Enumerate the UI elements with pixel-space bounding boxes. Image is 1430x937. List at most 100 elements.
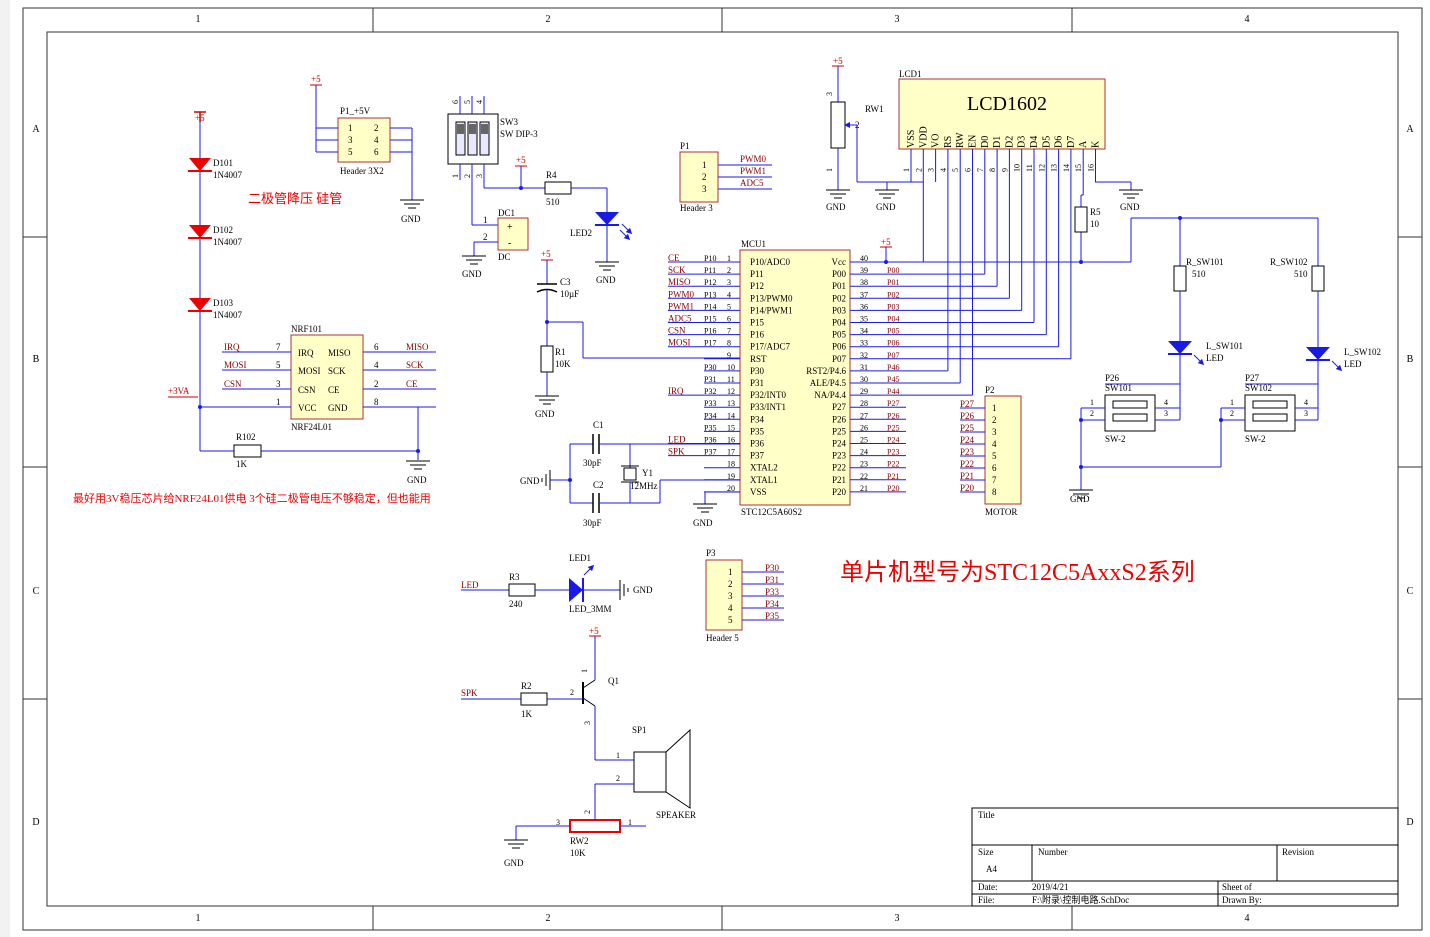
dc-jack-dc1: DC1 DC 1 2 + - GND	[462, 208, 529, 279]
pin-label: 36	[860, 302, 868, 311]
net-label: CSN	[224, 379, 242, 389]
pin-label: 39	[860, 266, 868, 275]
svg-text:Drawn By:: Drawn By:	[1222, 895, 1262, 905]
net-label: P07	[887, 351, 899, 360]
svg-text:2: 2	[483, 232, 488, 242]
net-label: P34	[704, 411, 716, 420]
net-label: P01	[887, 278, 899, 287]
pin-label: 4	[939, 168, 948, 172]
zone-row-label: A	[32, 124, 40, 135]
svg-text:GND: GND	[462, 269, 482, 279]
pin-label: 1	[728, 567, 733, 577]
net-label: CSN	[668, 326, 686, 336]
pin-label: 7	[992, 475, 997, 485]
svg-text:C3: C3	[560, 277, 571, 287]
svg-text:MOTOR: MOTOR	[985, 507, 1017, 517]
pin-label: P06	[832, 342, 847, 352]
svg-text:R2: R2	[521, 681, 532, 691]
pin-label: 8	[988, 168, 997, 172]
pin-label: 29	[860, 387, 868, 396]
pin-label: P30	[750, 366, 765, 376]
net-label: P35	[704, 423, 716, 432]
svg-text:GND: GND	[407, 475, 427, 485]
pin-label: RS	[943, 136, 954, 148]
led1-circuit: LED R3 240 LED1 LED_3MM GND	[461, 553, 653, 614]
title-block: Title Size A4 Number Revision Date: 2019…	[971, 807, 1399, 907]
pin-label: P03	[832, 305, 847, 315]
svg-text:SPEAKER: SPEAKER	[656, 810, 696, 820]
diode-chain: +5 D101 1N4007 D102 1N4007 D103 1N4007 二…	[168, 111, 342, 452]
svg-text:LED: LED	[461, 580, 479, 590]
svg-text:10: 10	[1090, 219, 1100, 229]
pin-label: P35	[750, 426, 765, 436]
svg-text:R_SW101: R_SW101	[1186, 257, 1224, 267]
pin-label: 12	[727, 387, 735, 396]
net-label: P26	[887, 411, 899, 420]
svg-text:2: 2	[1230, 409, 1234, 418]
svg-text:3: 3	[825, 92, 834, 96]
pin-label: Vcc	[832, 257, 847, 267]
mcu-stc12c5a60s2: MCU1 STC12C5A60S2 P10/ADC01P10CEP112P11S…	[668, 237, 906, 517]
svg-text:10K: 10K	[555, 359, 571, 369]
net-label: ADC5	[668, 314, 692, 324]
diode-d102: D102 1N4007	[188, 225, 242, 247]
net-label: P02	[887, 290, 899, 299]
svg-text:30pF: 30pF	[583, 518, 602, 528]
pin-label: P16	[750, 330, 765, 340]
reset-network: +5 C3 10µF R1 10K GND	[535, 249, 740, 419]
net-label: P45	[887, 375, 899, 384]
pin-label: 16	[1087, 164, 1096, 172]
pin-label: P10/ADC0	[750, 257, 791, 267]
pin-label: P32/INT0	[750, 390, 787, 400]
svg-text:LCD1: LCD1	[899, 69, 922, 79]
pin-label: D6	[1054, 136, 1065, 148]
pin-label: VSS	[750, 487, 767, 497]
pin-label: P17/ADC7	[750, 342, 791, 352]
pin-label: P00	[832, 269, 847, 279]
pin-label: ALE/P4.5	[810, 378, 847, 388]
resistor-r102: R102 1K	[233, 432, 418, 469]
zone-row-label: B	[1407, 354, 1414, 365]
net-label: P21	[960, 471, 974, 481]
junction	[884, 260, 888, 264]
net-label: MOSI	[224, 360, 247, 370]
svg-text:510: 510	[1192, 269, 1206, 279]
pin-label: 3	[727, 278, 731, 287]
svg-text:D102: D102	[213, 225, 233, 235]
net-label: P17	[704, 339, 716, 348]
pin-label: 18	[727, 460, 735, 469]
zone-col-label: 3	[895, 14, 900, 25]
pin-label: 2	[374, 379, 379, 389]
svg-text:1: 1	[580, 669, 589, 673]
svg-text:4: 4	[475, 100, 484, 104]
svg-text:1: 1	[702, 160, 707, 170]
svg-text:File:: File:	[978, 895, 995, 905]
net-label: IRQ	[224, 342, 240, 352]
svg-text:10K: 10K	[570, 848, 586, 858]
pin-label: IRQ	[298, 348, 314, 358]
pin-label: 3	[992, 427, 997, 437]
pin-label: D1	[992, 136, 1003, 148]
mcu-ref: MCU1	[741, 239, 766, 249]
net-label: P24	[887, 436, 899, 445]
pin-label: P26	[832, 414, 847, 424]
svg-text:R3: R3	[509, 572, 520, 582]
svg-text:Sheet of: Sheet of	[1222, 882, 1252, 892]
net-label: P34	[765, 599, 780, 609]
pin-label: 3	[276, 379, 281, 389]
crystal-circuit: C1 30pF C2 30pF GND Y1 12MHz GND	[520, 420, 740, 528]
svg-text:2: 2	[702, 172, 707, 182]
svg-text:P27: P27	[1245, 373, 1260, 383]
pin-label: P11	[750, 269, 764, 279]
svg-text:GND: GND	[535, 409, 555, 419]
net-label: IRQ	[668, 386, 684, 396]
pin-label: 3	[927, 168, 936, 172]
pin-label: 1	[727, 254, 731, 263]
svg-text:3: 3	[1304, 409, 1308, 418]
svg-text:+5: +5	[881, 237, 891, 247]
svg-text:+5: +5	[541, 249, 551, 259]
pin-label: 20	[727, 484, 735, 493]
